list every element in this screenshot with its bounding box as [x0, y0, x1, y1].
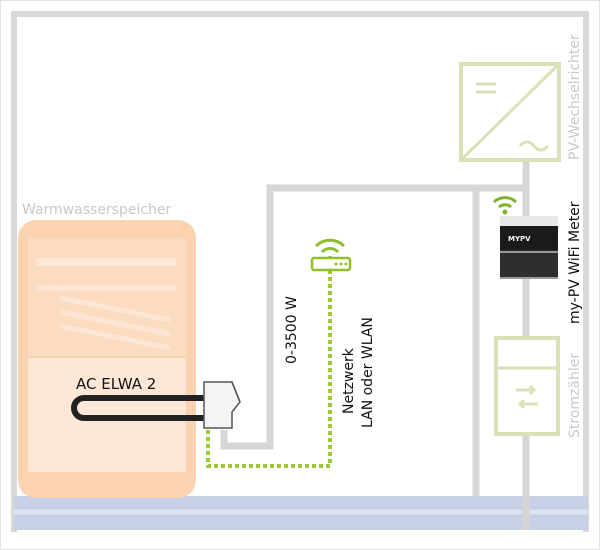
grid-meter-icon: [494, 336, 560, 436]
heating-rod-icon: [71, 381, 241, 429]
grid-meter-label: Stromzähler: [567, 353, 583, 438]
inverter-label: PV-Wechselrichter: [567, 34, 583, 160]
power-cable: [220, 184, 480, 496]
network-label-line2: LAN oder WLAN: [360, 317, 376, 428]
tank-label: Warmwasserspeicher: [22, 202, 172, 218]
meter-icon: [500, 216, 558, 279]
frame-border: [11, 11, 589, 532]
router-icon: [310, 238, 352, 272]
inverter-icon: [459, 62, 561, 162]
hot-water-tank: [18, 220, 196, 498]
wifi-icon: [492, 196, 518, 215]
power-label: 0-3500 W: [284, 296, 300, 364]
heater-label: AC ELWA 2: [76, 375, 156, 393]
meter-device-label: my-PV WiFi Meter: [567, 201, 583, 324]
network-label-line1: Netzwerk: [341, 347, 357, 414]
meter-logo: MYPV: [508, 235, 531, 243]
network-cable: [206, 270, 332, 468]
